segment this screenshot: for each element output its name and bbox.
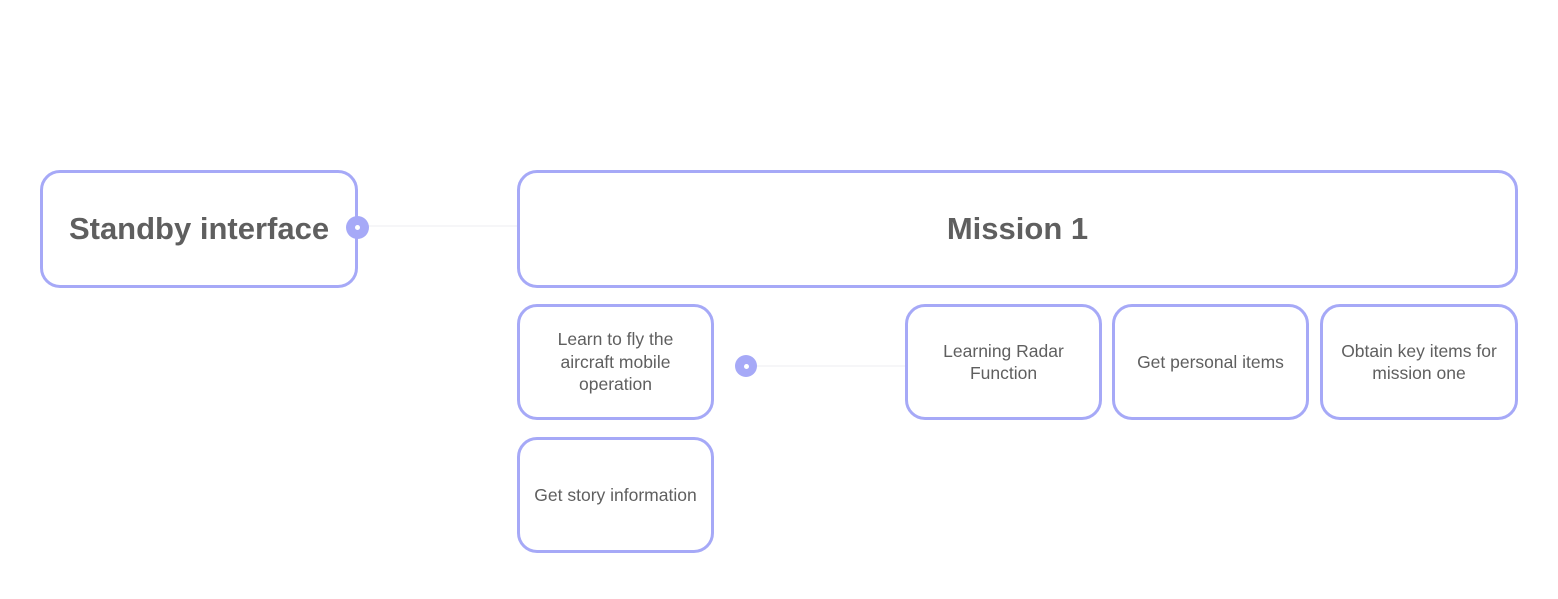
connector-handle-learn-to-fly[interactable]: [735, 355, 757, 377]
node-standby-interface-label: Standby interface: [68, 211, 330, 246]
node-get-personal-items-label: Get personal items: [1137, 351, 1284, 372]
node-obtain-key-items[interactable]: Obtain key items for mission one: [1320, 304, 1518, 420]
node-mission-1-label: Mission 1: [946, 211, 1089, 246]
node-learning-radar-function-label: Learning Radar Function: [943, 340, 1064, 384]
node-get-story-information[interactable]: Get story information: [517, 437, 714, 553]
node-standby-interface[interactable]: Standby interface: [40, 170, 358, 288]
connector-handle-center: [355, 225, 360, 230]
connector-handle-center: [743, 363, 749, 369]
node-learn-to-fly-label: Learn to fly the aircraft mobile operati…: [557, 329, 674, 395]
connector-handle-standby[interactable]: [346, 216, 369, 239]
node-obtain-key-items-label: Obtain key items for mission one: [1341, 340, 1497, 384]
node-learning-radar-function[interactable]: Learning Radar Function: [905, 304, 1102, 420]
node-get-story-information-label: Get story information: [534, 484, 697, 505]
node-get-personal-items[interactable]: Get personal items: [1112, 304, 1309, 420]
node-mission-1[interactable]: Mission 1: [517, 170, 1518, 288]
node-learn-to-fly[interactable]: Learn to fly the aircraft mobile operati…: [517, 304, 714, 420]
